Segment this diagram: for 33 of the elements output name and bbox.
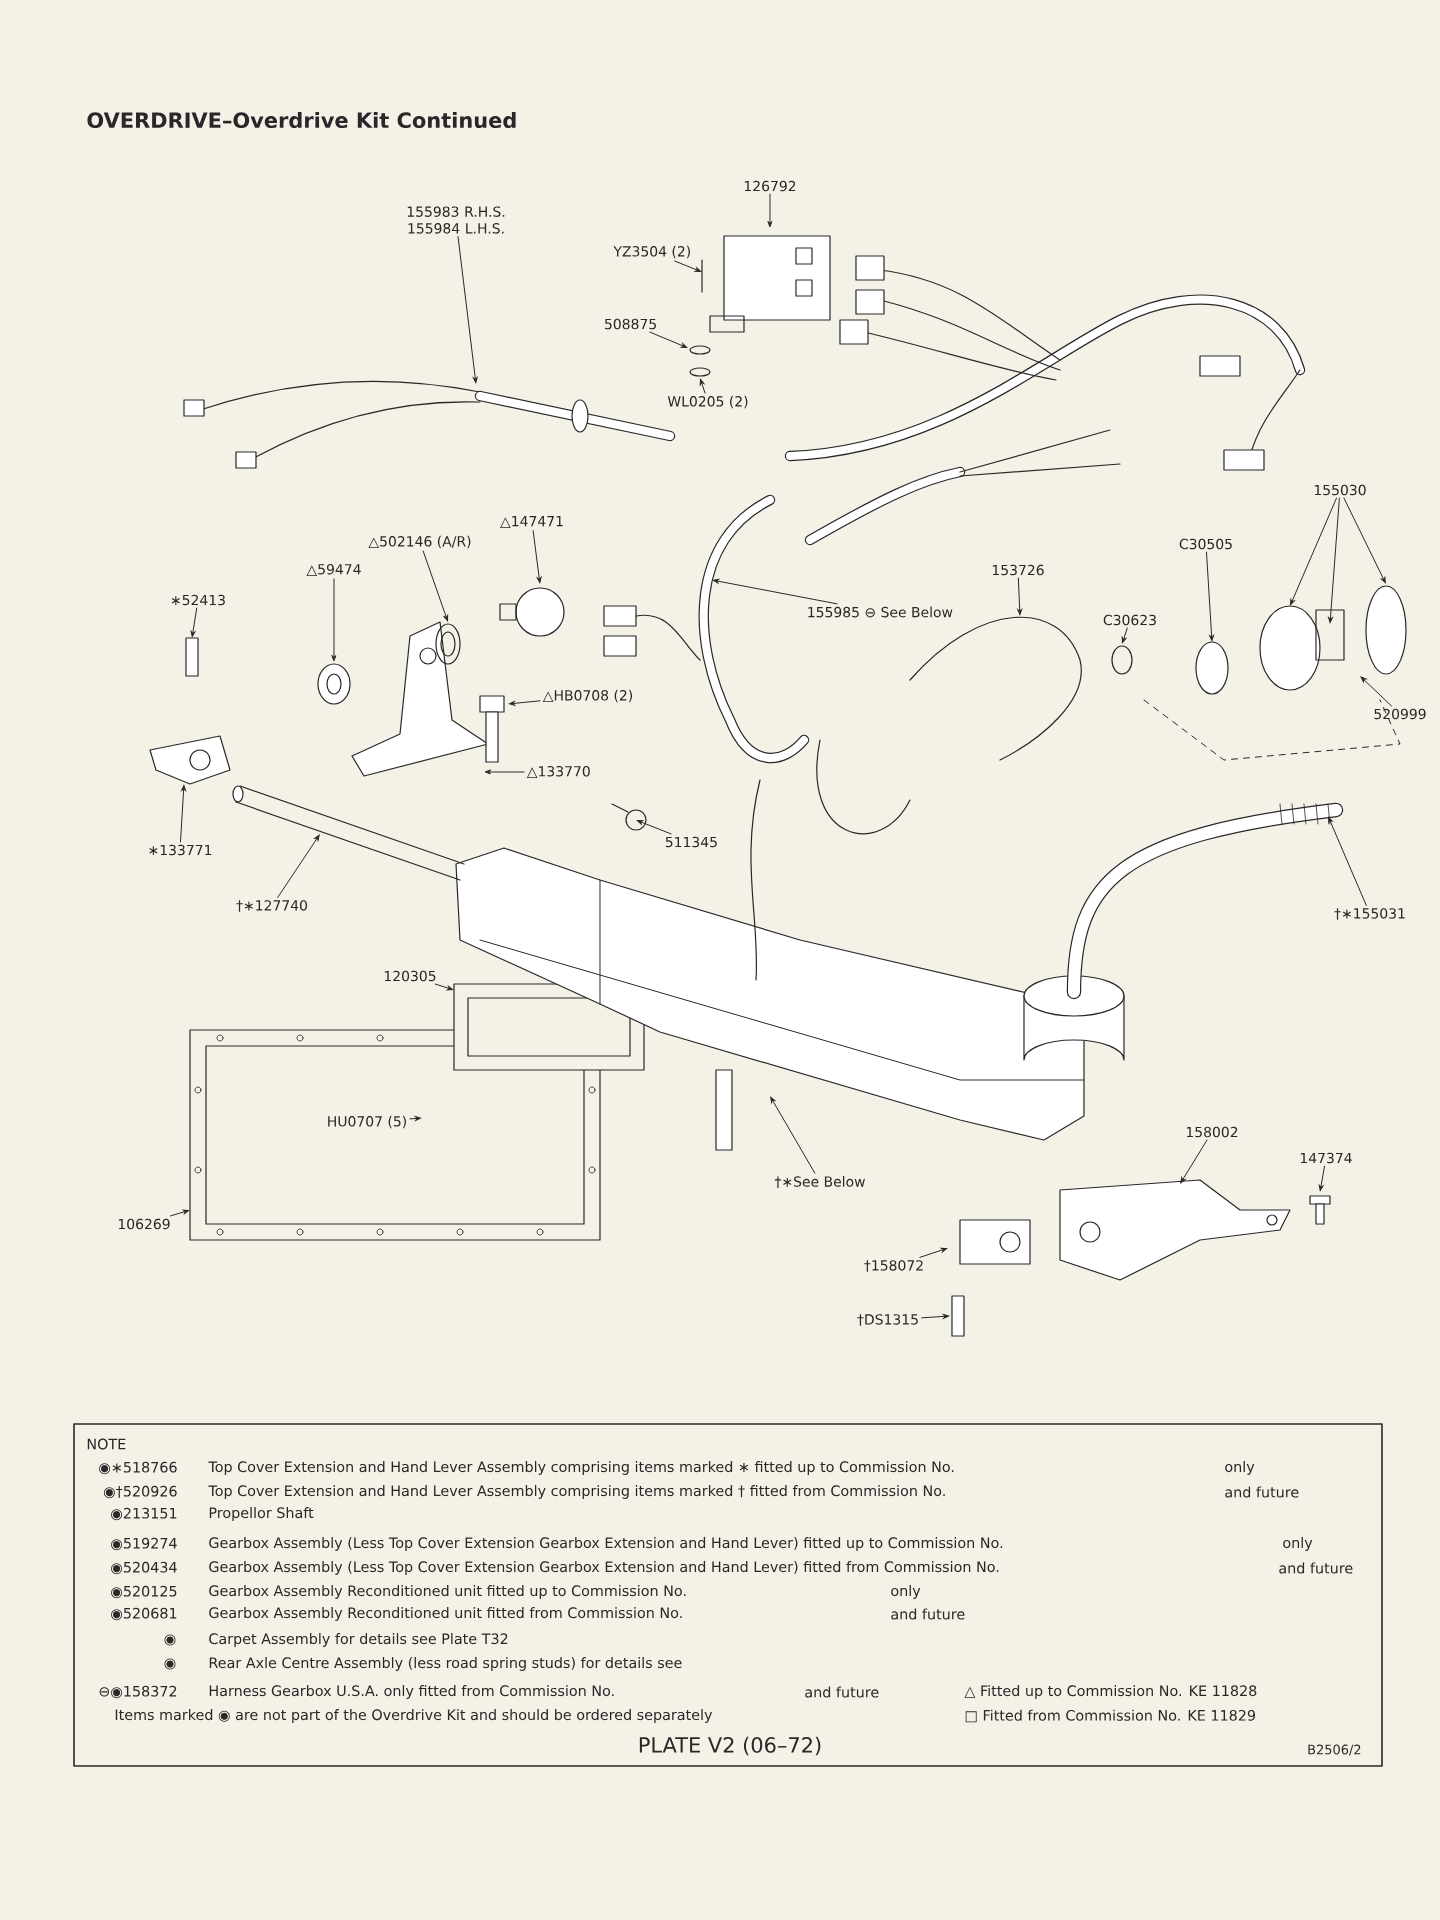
leader-line xyxy=(649,331,688,348)
leader-line xyxy=(180,784,186,843)
leader-line xyxy=(1206,551,1214,642)
leader-line xyxy=(1121,627,1128,644)
leader-line xyxy=(532,530,542,584)
leader-line xyxy=(767,193,773,228)
leader-line xyxy=(636,820,672,835)
leader-line xyxy=(674,260,702,272)
leader-line xyxy=(1017,577,1023,616)
leader-line xyxy=(1328,816,1367,906)
leader-line xyxy=(921,1314,950,1319)
leader-line xyxy=(409,1116,422,1121)
leader-line xyxy=(484,769,525,775)
leader-line xyxy=(1343,497,1386,584)
title: OVERDRIVE–Overdrive Kit Continued xyxy=(87,111,516,129)
leader-line xyxy=(699,378,706,394)
leader-line xyxy=(712,578,838,605)
leader-line xyxy=(1318,1165,1326,1192)
leader-line xyxy=(770,1096,816,1174)
leader-line xyxy=(508,700,541,706)
leader-line xyxy=(457,235,478,384)
leader-line xyxy=(919,1247,948,1258)
leader-line xyxy=(1360,676,1392,707)
leader-line xyxy=(422,550,449,622)
leader-line xyxy=(1328,497,1340,624)
leader-line xyxy=(434,983,454,991)
leader-line xyxy=(190,607,198,638)
leader-line xyxy=(277,834,320,898)
leader-line xyxy=(1180,1139,1208,1184)
plate-number: PLATE V2 (06–72) xyxy=(639,1736,821,1756)
leader-line xyxy=(331,578,337,662)
leader-line xyxy=(170,1209,190,1217)
leader-line xyxy=(1290,497,1337,606)
